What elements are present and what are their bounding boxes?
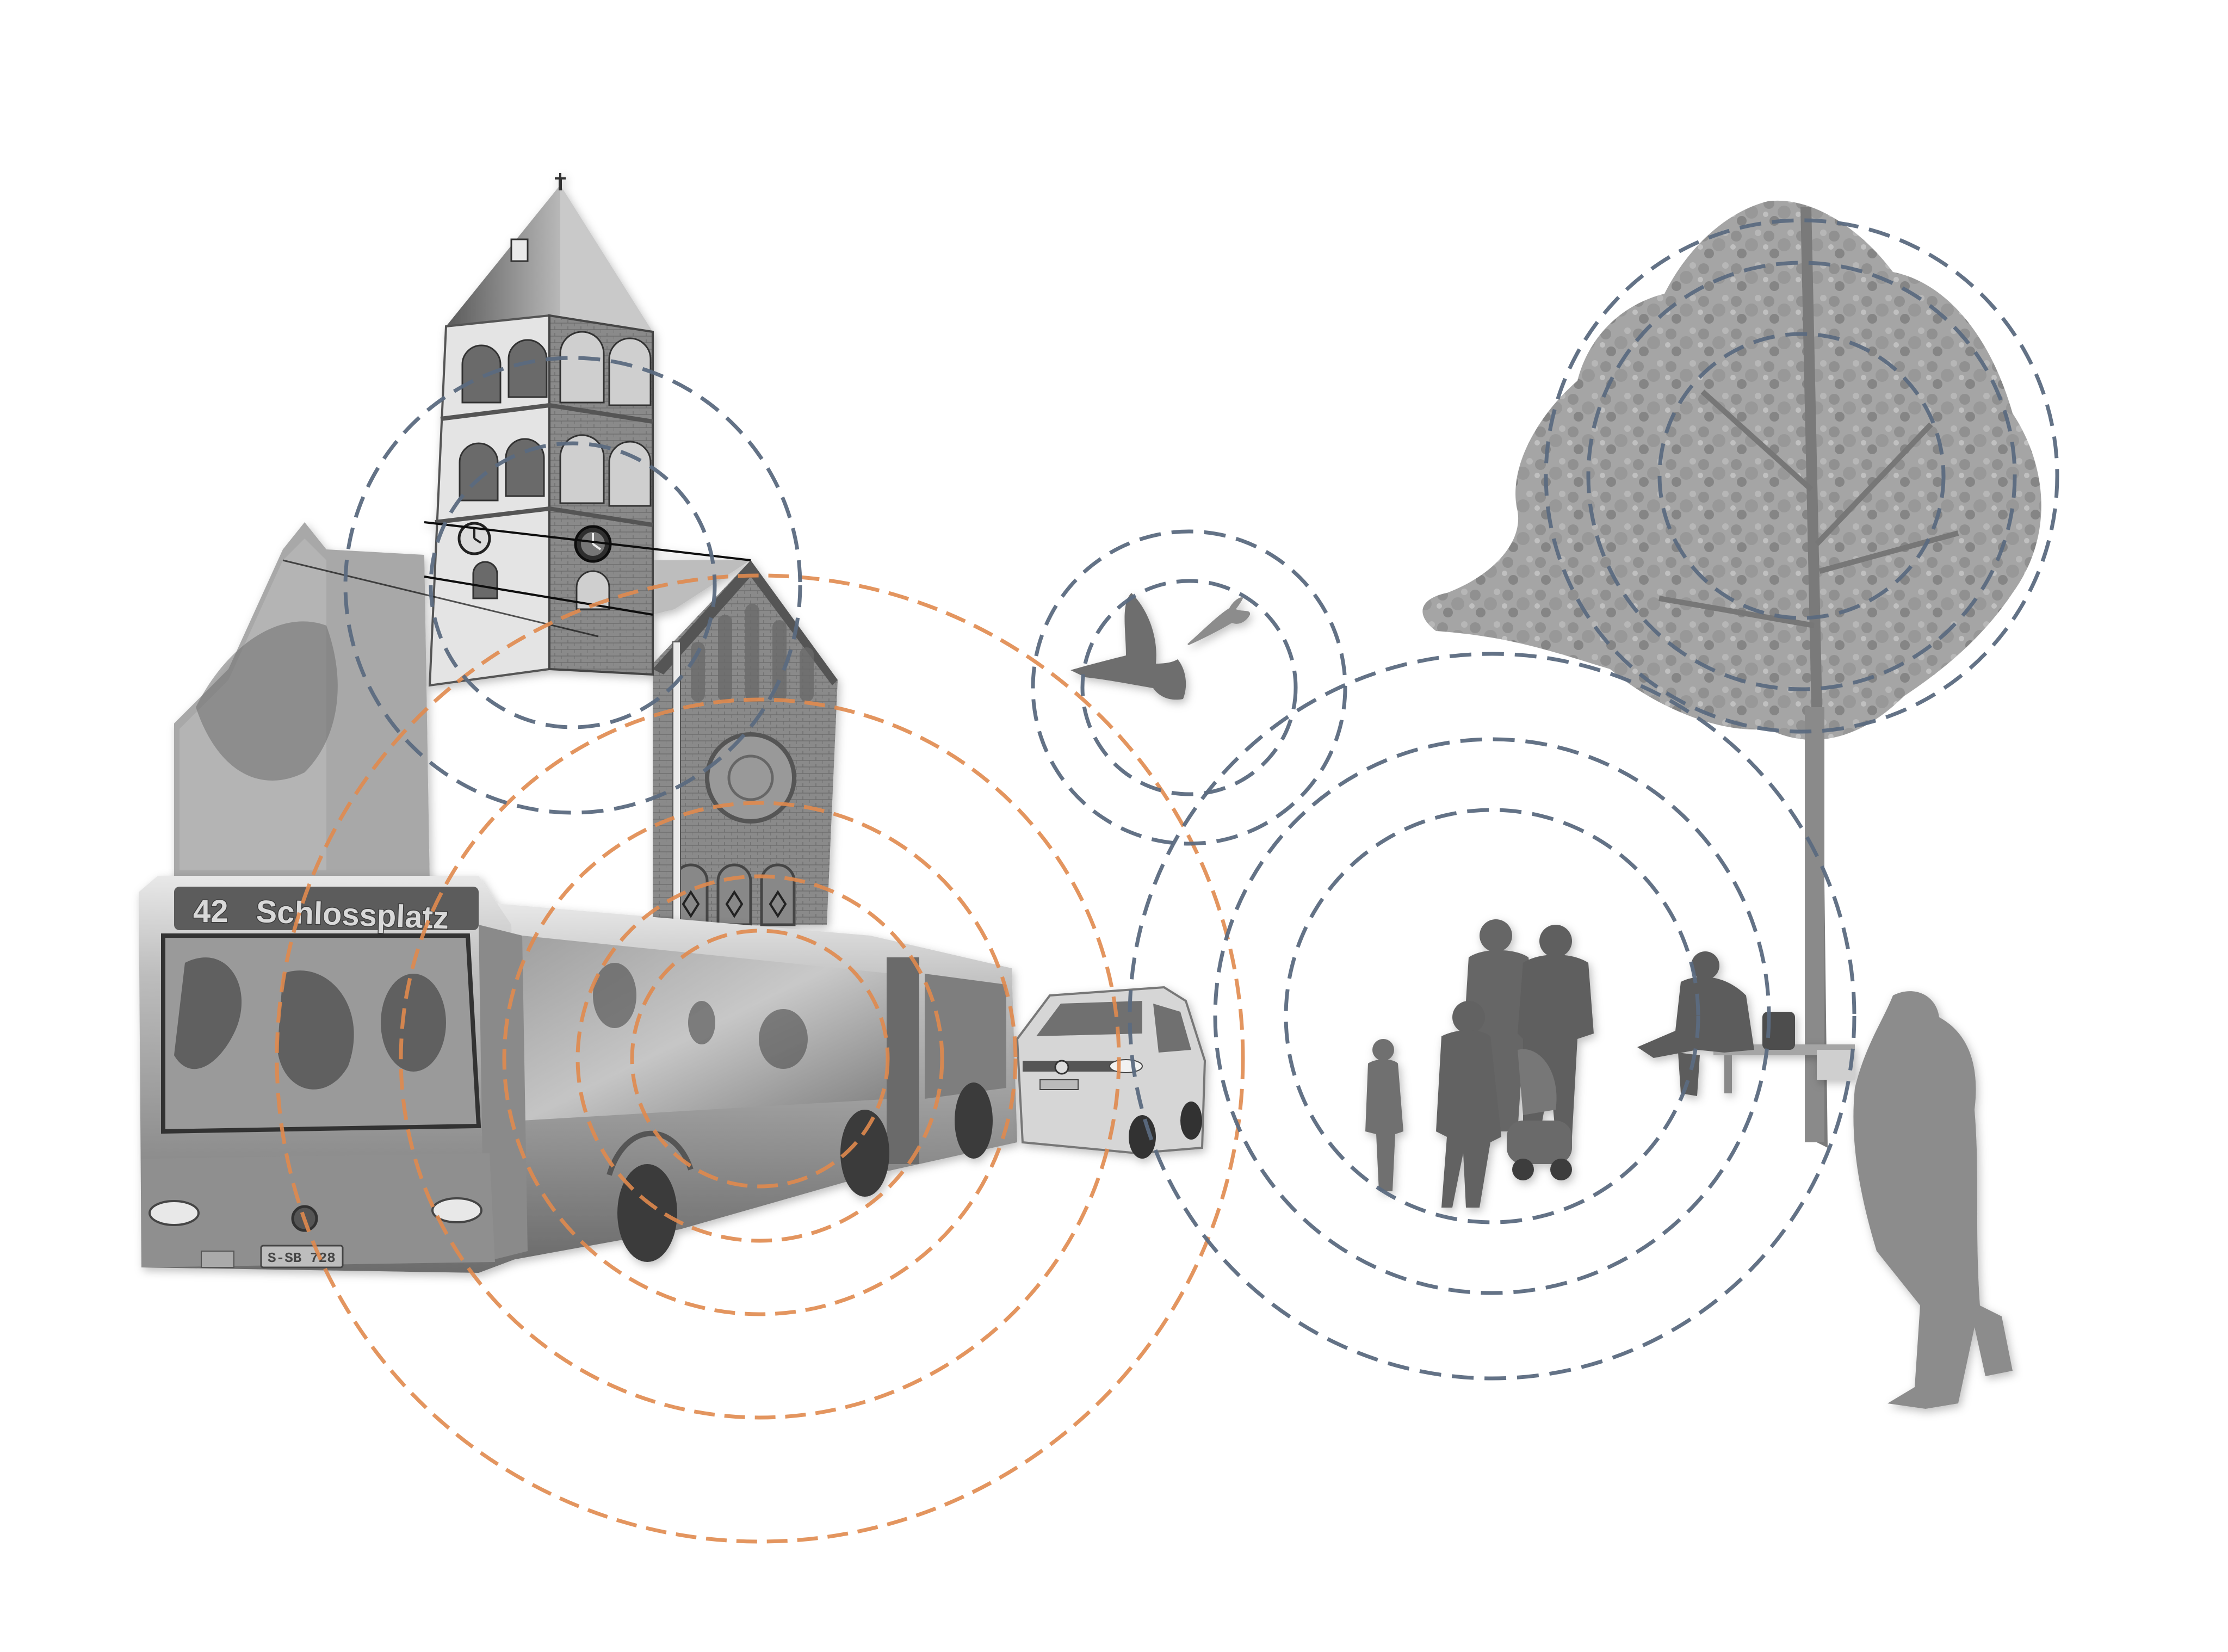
person-child (1365, 1039, 1403, 1191)
church-portal-arches (673, 863, 796, 926)
birds (1070, 593, 1251, 700)
bus-license-plate (260, 1245, 344, 1269)
person-sitting-bench (1637, 951, 1754, 1096)
tree-crown (1422, 200, 2041, 740)
tree-sound-rings (1544, 218, 2059, 734)
church-tower (282, 173, 751, 925)
pigeon-large-icon (1070, 593, 1186, 700)
bus-articulation (887, 957, 919, 1164)
person-standing-pair (1853, 991, 2013, 1409)
clock-icon (574, 525, 612, 563)
stroller (1507, 1049, 1572, 1180)
person-woman-stroller (1436, 1001, 1501, 1208)
clock-icon (457, 522, 491, 555)
person-man-cap (1463, 919, 1539, 1131)
vw-logo-icon (1054, 1060, 1069, 1075)
bus-destination-sign (174, 887, 479, 930)
bus-destination-label: Schlossplatz (256, 894, 450, 936)
pedestrians (1365, 919, 2013, 1409)
car-license-plate (1039, 1079, 1079, 1090)
pigeon-small-icon (1187, 597, 1251, 645)
bus-license-plate-text: S-SB 728 (268, 1250, 336, 1266)
bus: 42 Schlossplatz S-SB 728 (139, 876, 1017, 1273)
bird-sound-rings (1031, 529, 1347, 846)
church-sound-rings (343, 356, 802, 815)
church (174, 173, 838, 926)
bus-sound-rings (275, 573, 1245, 1544)
people-sound-rings (1128, 652, 1856, 1381)
bus-route-number: 42 (193, 894, 228, 929)
church-rose-window (705, 732, 796, 824)
